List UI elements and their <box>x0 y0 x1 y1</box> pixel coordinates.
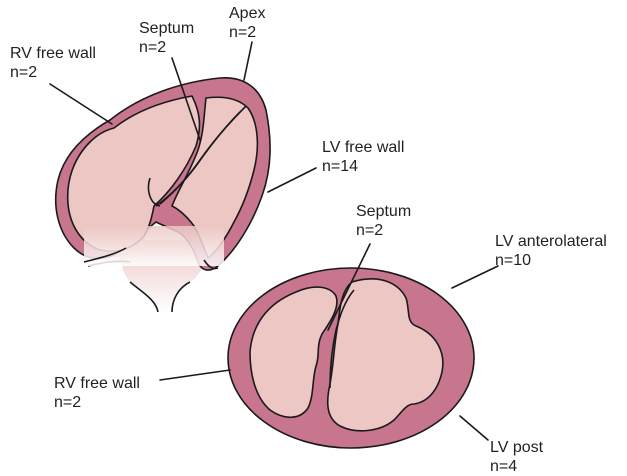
label-rv-free-wall-cross-count: n=2 <box>54 394 81 411</box>
label-lv-anterolateral-count: n=10 <box>495 252 531 269</box>
leader-rv-free-wall-cross <box>160 370 230 380</box>
leader-lv-anterolateral <box>452 266 498 288</box>
label-rv-free-wall-top-count: n=2 <box>10 64 37 81</box>
label-apex-count: n=2 <box>229 24 256 41</box>
label-septum-top-name: Septum <box>139 20 194 37</box>
label-lv-post-count: n=4 <box>490 458 517 475</box>
short-axis-heart <box>228 268 474 448</box>
leader-lv-post <box>460 416 488 440</box>
label-rv-free-wall-top-name: RV free wall <box>10 45 96 62</box>
base-fade <box>84 226 224 266</box>
label-septum-cross-count: n=2 <box>356 222 383 239</box>
label-lv-free-wall-name: LV free wall <box>322 139 404 156</box>
label-lv-free-wall-count: n=14 <box>322 158 358 175</box>
leader-rv-free-wall-top <box>50 84 112 124</box>
leader-apex <box>244 42 252 80</box>
label-septum-cross-name: Septum <box>356 203 411 220</box>
leader-lv-free-wall <box>268 168 316 192</box>
long-axis-heart <box>56 78 270 312</box>
label-apex-name: Apex <box>229 5 265 22</box>
label-rv-free-wall-cross-name: RV free wall <box>54 375 140 392</box>
label-lv-anterolateral-name: LV anterolateral <box>495 233 607 250</box>
label-septum-top-count: n=2 <box>139 39 166 56</box>
label-lv-post-name: LV post <box>490 439 544 456</box>
